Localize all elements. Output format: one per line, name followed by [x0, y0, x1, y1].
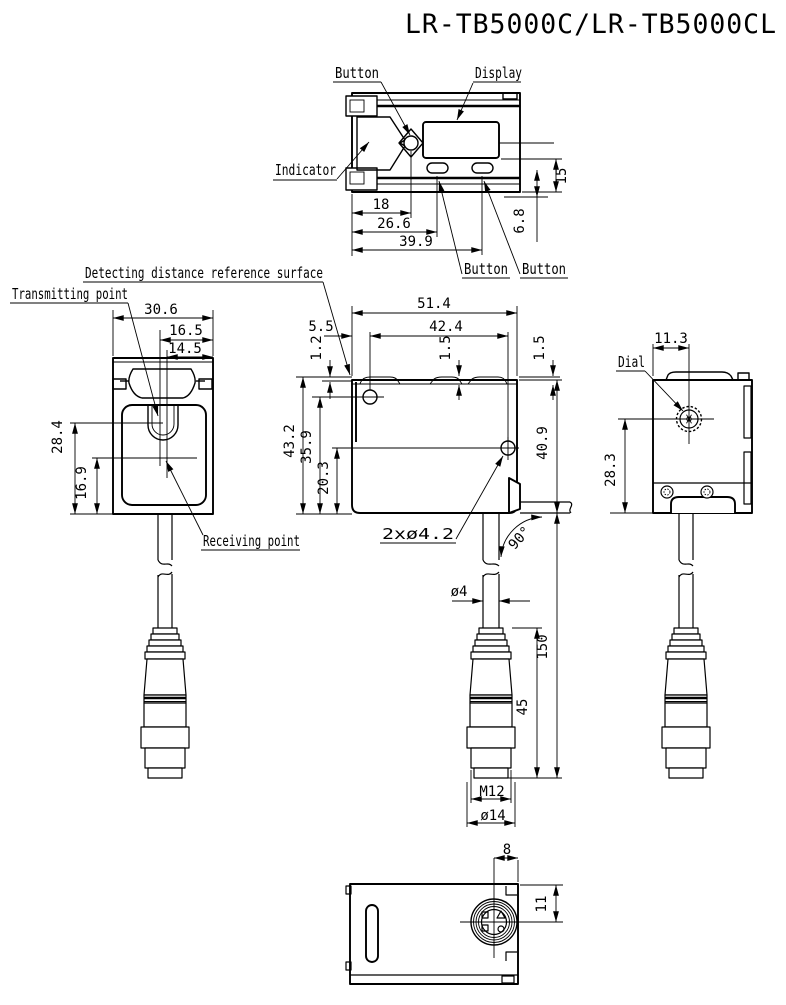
dim-42-4: 42.4 — [429, 319, 463, 335]
dim-16-9: 16.9 — [74, 466, 90, 500]
round-button — [403, 135, 419, 151]
label-display: Display — [475, 64, 522, 82]
dim-35-9: 35.9 — [299, 430, 315, 464]
dim-1-2: 1.2 — [309, 335, 325, 360]
dim-11: 11 — [534, 896, 550, 913]
dim-28-4: 28.4 — [50, 420, 66, 454]
m12-connector-right — [660, 626, 712, 780]
dim-26-6: 26.6 — [377, 216, 411, 232]
bottom-view — [345, 858, 532, 985]
mounting-slot — [365, 904, 379, 963]
label-button-right: Button — [522, 260, 566, 278]
dim-51-4: 51.4 — [417, 296, 451, 312]
left-view-annotations: 30.6 16.5 14.5 28.4 16.9 Transmitting po… — [10, 285, 300, 551]
right-view-annotations: 11.3 28.3 Dial — [603, 331, 689, 514]
dim-11-3: 11.3 — [654, 331, 688, 347]
dim-30-6: 30.6 — [144, 302, 178, 318]
label-indicator: Indicator — [275, 161, 336, 179]
dim-45: 45 — [515, 699, 531, 716]
top-view — [345, 92, 554, 193]
connector-pin — [496, 910, 506, 919]
label-receiving-point: Receiving point — [203, 532, 300, 550]
dim-90deg: 90° — [506, 524, 535, 554]
left-view — [70, 330, 214, 780]
oval-button-right — [471, 162, 494, 174]
right-view — [618, 344, 753, 780]
dim-39-9: 39.9 — [399, 234, 433, 250]
dim-15: 15 — [554, 168, 570, 185]
dim-14-5: 14.5 — [168, 341, 202, 357]
bottom-view-annotations: 8 11 — [494, 842, 563, 923]
dim-18: 18 — [373, 197, 390, 213]
label-button-top: Button — [335, 64, 379, 82]
dim-5-5: 5.5 — [308, 319, 333, 335]
connector-pin — [481, 924, 489, 932]
dim-1-5-left: 1.5 — [438, 335, 454, 360]
dim-40-9: 40.9 — [535, 426, 551, 460]
indicator-area — [356, 116, 406, 171]
m12-connector-center — [465, 626, 517, 780]
connector-pin — [497, 925, 505, 933]
page-title: LR-TB5000C/LR-TB5000CL — [405, 9, 777, 40]
dim-1-5-right: 1.5 — [532, 335, 548, 360]
front-view-annotations: 51.4 42.4 5.5 1.2 1.5 1.5 43.2 35.9 20.3… — [83, 264, 562, 827]
dim-6-8: 6.8 — [512, 208, 528, 233]
dim-28-3: 28.3 — [603, 453, 619, 487]
label-dial: Dial — [618, 353, 645, 371]
top-view-annotations: 18 26.6 39.9 15 6.8 Button Display Indic… — [273, 64, 570, 279]
display-window — [422, 121, 500, 159]
connector-pin — [481, 911, 489, 919]
dim-dia14: ø14 — [480, 808, 505, 824]
transmitter-lens — [128, 368, 196, 399]
label-detecting-surface: Detecting distance reference surface — [85, 264, 323, 282]
receiver-window — [121, 404, 207, 506]
dim-43-2: 43.2 — [282, 424, 298, 458]
label-transmitting-point: Transmitting point — [12, 285, 128, 303]
screw-right — [700, 485, 714, 499]
dim-8: 8 — [503, 842, 511, 858]
dim-m12: M12 — [479, 784, 504, 800]
dim-16-5: 16.5 — [169, 323, 203, 339]
dim-20-3: 20.3 — [316, 461, 332, 495]
screw-left — [660, 485, 674, 499]
label-button-left: Button — [464, 260, 508, 278]
oval-button-left — [426, 162, 449, 174]
dim-cable-dia: ø4 — [451, 584, 468, 600]
label-holes: 2xø4.2 — [382, 525, 454, 543]
m12-connector-left — [139, 626, 191, 780]
